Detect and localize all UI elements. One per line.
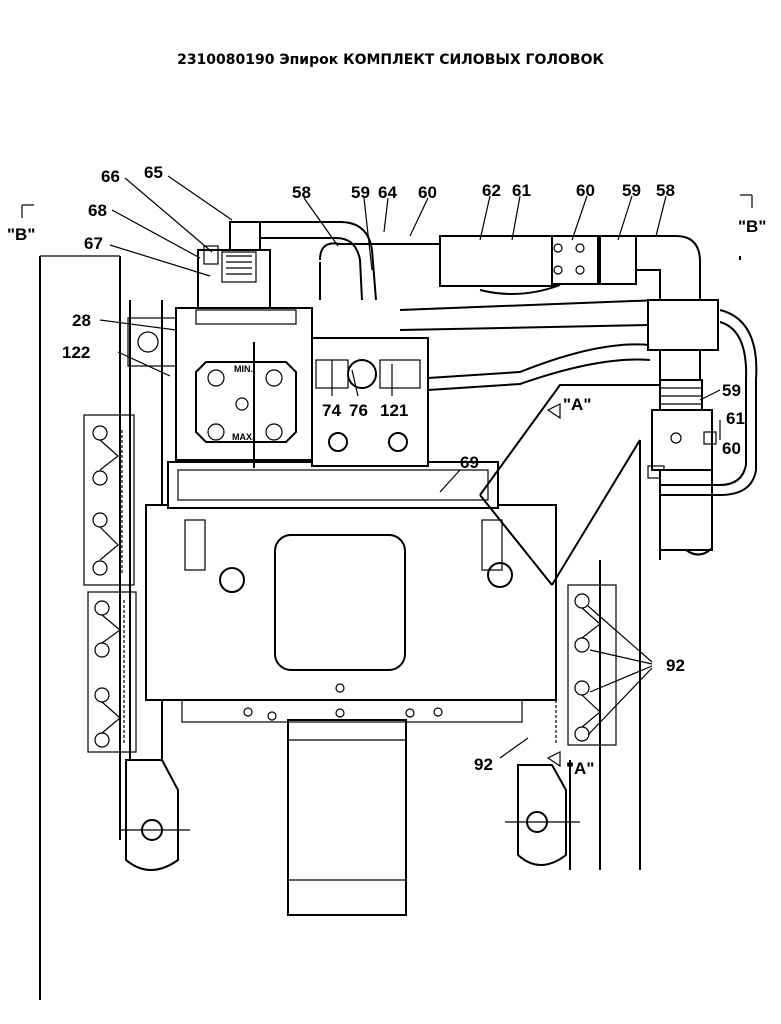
page-title: 2310080190 Эпирок КОМПЛЕКТ СИЛОВЫХ ГОЛОВ…: [177, 52, 604, 68]
callout-121: 121: [380, 401, 408, 420]
callout-61-top: 61: [512, 181, 531, 200]
callout-60-right: 60: [576, 181, 595, 200]
view-marker-a-upper: "A": [563, 395, 591, 414]
top-fitting-stack: [197, 221, 271, 309]
callout-59-left: 59: [351, 183, 370, 202]
callout-62: 62: [482, 181, 501, 200]
right-elbow-fitting: [551, 235, 719, 556]
left-spring-bracket-lower: [87, 591, 137, 753]
angled-bracket: [479, 384, 660, 586]
left-foot: [120, 759, 190, 871]
view-marker-b-left: "B": [7, 225, 35, 244]
callout-92-right: 92: [666, 656, 685, 675]
hydraulic-pump: MIN. MAX.: [127, 307, 313, 468]
gearbox-housing: [145, 504, 557, 723]
callout-61-side: 61: [726, 409, 745, 428]
upper-hoses: [260, 221, 661, 391]
leader-lines: [99, 175, 721, 759]
left-spring-bracket-upper: [83, 414, 135, 586]
callout-58-right: 58: [656, 181, 675, 200]
view-marker-b-right: "B": [738, 217, 766, 236]
right-spring-bracket: [555, 584, 617, 746]
callout-65: 65: [144, 163, 163, 182]
housing-bolts: [243, 683, 443, 721]
callout-67: 67: [84, 234, 103, 253]
callout-60-left: 60: [418, 183, 437, 202]
valve-block: [311, 337, 429, 467]
callout-68: 68: [88, 201, 107, 220]
callout-64: 64: [378, 183, 397, 202]
right-foot: [505, 764, 580, 866]
left-frame-rail: [39, 255, 163, 1000]
callout-122: 122: [62, 343, 90, 362]
callout-76: 76: [349, 401, 368, 420]
dial-min-label: MIN.: [234, 364, 253, 374]
callout-58-left: 58: [292, 183, 311, 202]
callout-60-side: 60: [722, 439, 741, 458]
pump-adjust-dial: [195, 361, 297, 443]
callout-66: 66: [101, 167, 120, 186]
callout-74: 74: [322, 401, 341, 420]
dial-max-label: MAX.: [232, 432, 255, 442]
right-hose-loop: [660, 309, 758, 496]
callout-59-side: 59: [722, 381, 741, 400]
callout-92-bottom: 92: [474, 755, 493, 774]
drive-motor: [287, 719, 407, 916]
callout-28: 28: [72, 311, 91, 330]
callout-69: 69: [460, 453, 479, 472]
view-marker-a-lower: "A": [566, 759, 594, 778]
mounting-plate: [167, 461, 499, 509]
section-lines: [21, 194, 753, 768]
callout-59-right: 59: [622, 181, 641, 200]
